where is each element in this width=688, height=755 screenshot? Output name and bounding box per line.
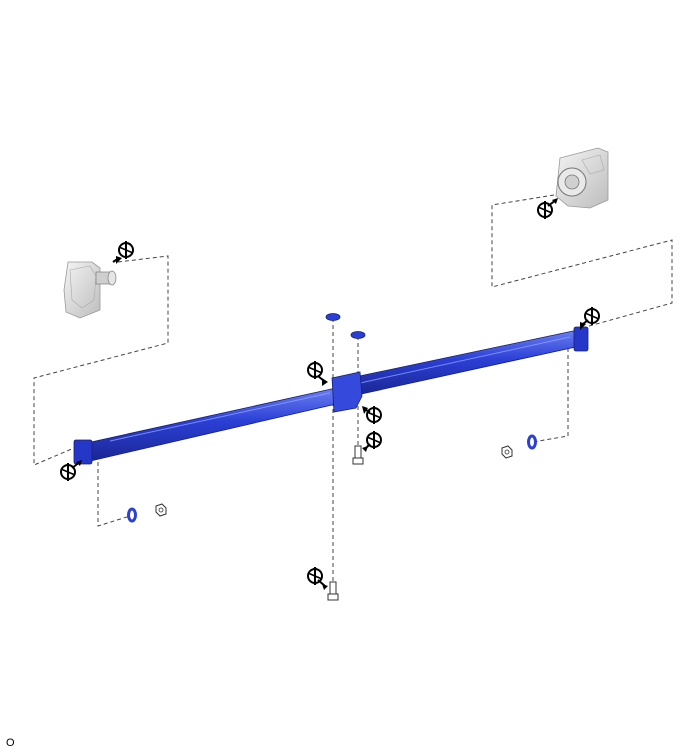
leader-front-flange — [33, 255, 169, 466]
rear-yoke — [573, 326, 589, 352]
center-washer-right — [350, 331, 366, 339]
torque-icon-rear-flange — [537, 198, 558, 220]
rear-nut — [501, 445, 513, 459]
torque-icon-front-flange — [112, 240, 134, 264]
leader-front-washer — [97, 462, 131, 527]
torque-icon-shaft-front — [60, 460, 82, 482]
torque-icon-shaft-rear — [580, 306, 600, 330]
leader-rear-flange — [491, 194, 673, 329]
torque-icon-center-upper — [307, 360, 328, 386]
front-yoke — [73, 439, 93, 465]
figure-corner-label: O — [6, 737, 15, 749]
center-bolt-lower — [327, 581, 339, 601]
torque-icon-center-mid — [362, 405, 382, 425]
propeller-shaft — [73, 326, 589, 465]
leader-rear-washer — [532, 348, 569, 443]
torque-icon-lower-bolt — [307, 566, 328, 590]
center-support-bearing — [331, 371, 363, 413]
transmission-output-flange — [63, 261, 117, 319]
front-washer — [127, 507, 137, 523]
rear-washer — [527, 434, 537, 450]
center-washer-left — [325, 313, 341, 321]
front-nut — [155, 503, 167, 517]
center-bolt-upper — [352, 445, 364, 465]
differential-input-flange — [555, 147, 609, 209]
torque-icon-center-bolt — [362, 430, 382, 452]
